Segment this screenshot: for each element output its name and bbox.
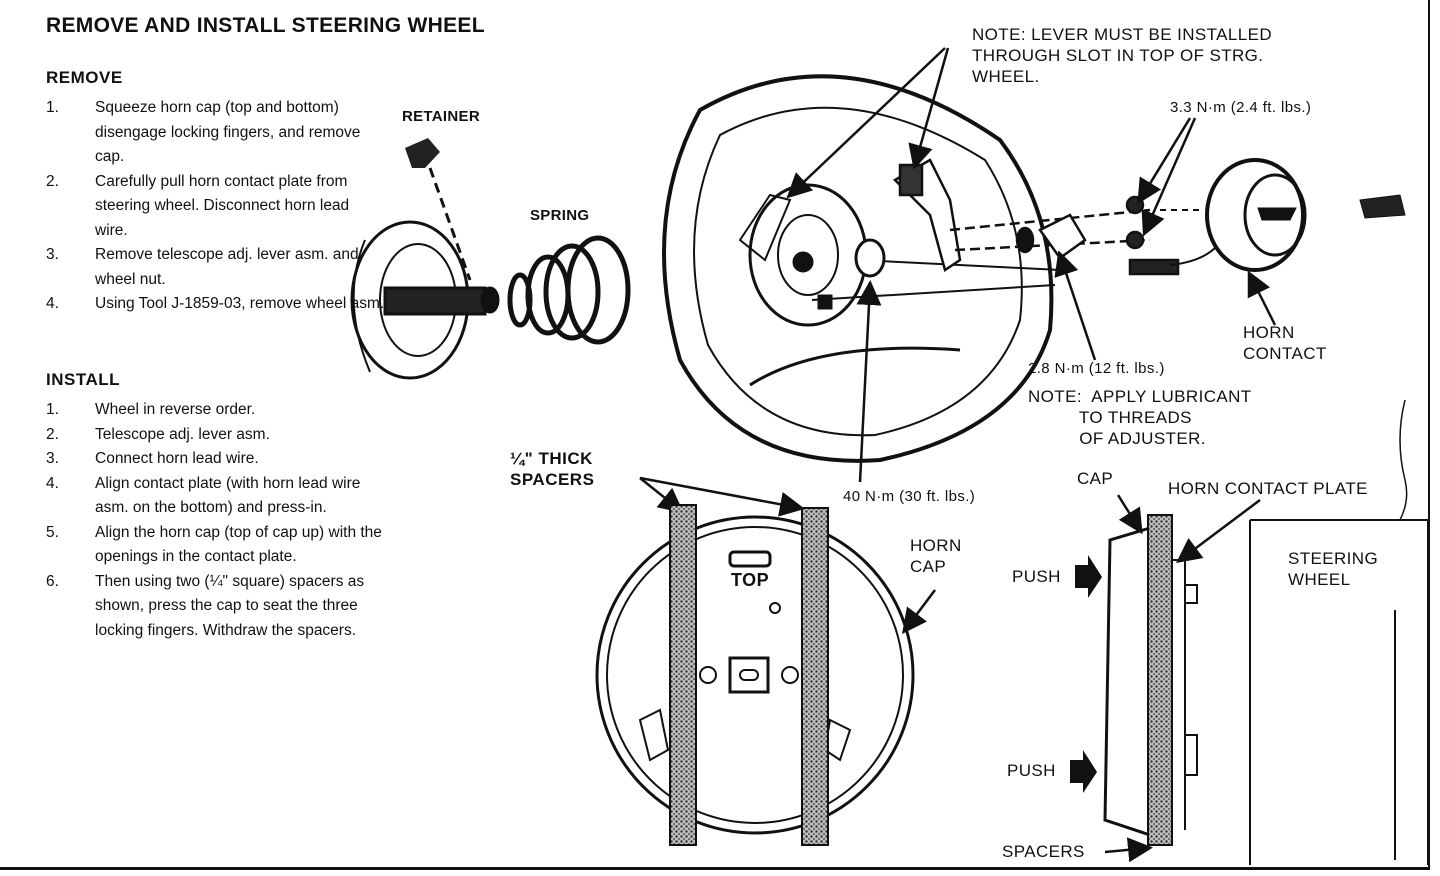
- torque-adjuster-label: 2.8 N·m (12 ft. lbs.): [1028, 360, 1165, 377]
- list-item: 1.Wheel in reverse order.: [46, 401, 256, 418]
- steering-wheel-label: STEERING WHEEL: [1288, 549, 1379, 589]
- list-item: 3.Connect horn lead wire.: [46, 450, 259, 467]
- list-item: 5.Align the horn cap (top of cap up) wit…: [46, 523, 382, 566]
- push-top-label: PUSH: [1012, 567, 1061, 586]
- horn-contact-plate-label: HORN CONTACT PLATE: [1168, 479, 1368, 498]
- steering-wheel-icon: [662, 74, 1061, 463]
- list-item: 3.Remove telescope adj. lever asm. and w…: [46, 246, 359, 288]
- horn-contact-label: HORN CONTACT: [1243, 323, 1327, 363]
- column-hub-icon: [350, 220, 500, 380]
- list-item: 6.Then using two (¼" square) spacers as …: [46, 572, 365, 639]
- note-lube-label: NOTE: APPLY LUBRICANT TO THREADS OF ADJU…: [1028, 387, 1252, 448]
- spacer-icon: [669, 504, 697, 846]
- leader-lines: [639, 47, 1277, 863]
- retainer-icon: [405, 138, 472, 281]
- install-steps: 1.Wheel in reverse order. 2.Telescope ad…: [46, 398, 386, 643]
- remove-heading: REMOVE: [46, 68, 123, 87]
- list-item: 1.Squeeze horn cap (top and bottom) dise…: [46, 99, 361, 165]
- side-view: [1103, 399, 1429, 865]
- list-item: 4.Using Tool J-1859-03, remove wheel asm…: [46, 295, 385, 312]
- horn-cap-front-view: [595, 515, 915, 835]
- spacers-label: SPACERS: [1002, 842, 1085, 861]
- horn-cap-label: HORN CAP: [910, 536, 962, 576]
- torque-nut-label: 40 N·m (30 ft. lbs.): [843, 488, 976, 505]
- spacer-icon: [801, 507, 829, 846]
- spring-label: SPRING: [530, 207, 590, 224]
- cap-label: CAP: [1077, 469, 1114, 488]
- page-title: REMOVE AND INSTALL STEERING WHEEL: [46, 14, 485, 37]
- push-bottom-label: PUSH: [1007, 761, 1056, 780]
- spring-icon: [507, 235, 631, 345]
- arrow-icon: [1070, 555, 1102, 793]
- horn-cap-icon: [1160, 158, 1406, 272]
- retainer-label: RETAINER: [402, 108, 480, 125]
- list-item: 2.Telescope adj. lever asm.: [46, 425, 270, 443]
- lever-icon: [892, 158, 1180, 276]
- note-lever-label: NOTE: LEVER MUST BE INSTALLED THROUGH SL…: [972, 25, 1273, 86]
- spacers-thick-label: ¼" THICK SPACERS: [510, 449, 595, 489]
- install-heading: INSTALL: [46, 370, 121, 389]
- remove-steps: 1.Squeeze horn cap (top and bottom) dise…: [46, 96, 386, 317]
- list-item: 2.Carefully pull horn contact plate from…: [46, 172, 350, 239]
- top-label: TOP: [731, 570, 770, 590]
- list-item: 4.Align contact plate (with horn lead wi…: [46, 474, 361, 517]
- torque-small-label: 3.3 N·m (2.4 ft. lbs.): [1170, 99, 1312, 116]
